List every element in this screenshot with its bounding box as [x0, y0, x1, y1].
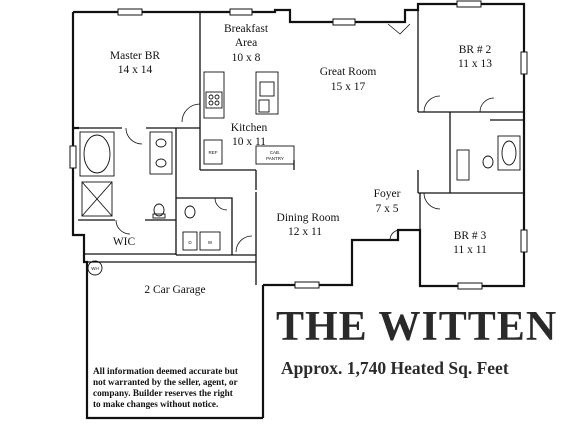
dishwasher-icon [258, 99, 270, 113]
hall-tub-icon [497, 135, 521, 171]
vanity-icon [149, 131, 173, 175]
garage-label: 2 Car Garage [144, 284, 205, 296]
wic-label: WIC [113, 236, 136, 248]
hall-toilet-icon [482, 155, 494, 169]
pantry-label-2: PANTRY [266, 156, 284, 161]
dining-room-size: 12 x 11 [288, 226, 322, 238]
br2-label: BR # 2 [459, 44, 492, 56]
disclaimer: All information deemed accurate but not … [93, 366, 265, 410]
kitchen-size: 10 x 11 [232, 136, 266, 148]
bathtub-icon [79, 131, 115, 177]
disclaimer-line: to make changes without notice. [93, 399, 219, 409]
disclaimer-line: All information deemed accurate but [93, 366, 238, 376]
windows [69, 0, 528, 290]
br2-size: 11 x 13 [458, 58, 492, 70]
foyer-size: 7 x 5 [376, 203, 399, 215]
kitchen-counter [203, 71, 225, 119]
master-br-size: 14 x 14 [118, 64, 153, 76]
breakfast-label-1: Breakfast [224, 23, 269, 35]
master-br-label: Master BR [110, 50, 160, 62]
dining-room-label: Dining Room [277, 212, 340, 224]
kitchen-island [255, 71, 279, 115]
range-icon [205, 91, 223, 109]
pantry-icon [255, 145, 295, 165]
half-bath-toilet-icon [184, 205, 196, 219]
plan-subtitle: Approx. 1,740 Heated Sq. Feet [281, 358, 509, 378]
doors [115, 23, 495, 253]
sink-icon [259, 81, 275, 97]
breakfast-label-2: Area [235, 37, 257, 49]
plan-title: THE WITTEN [276, 304, 558, 350]
fixtures [79, 71, 521, 276]
br3-size: 11 x 11 [453, 244, 487, 256]
toilet-icon [153, 203, 165, 217]
refrigerator-label: REF [209, 150, 218, 155]
pantry-label-1: CAB. [270, 150, 281, 155]
washer-label: W [208, 240, 213, 245]
disclaimer-line: not warranted by the seller, agent, or [93, 377, 238, 387]
refrigerator-icon [203, 139, 223, 165]
water-heater-icon [87, 260, 103, 276]
kitchen-label: Kitchen [231, 122, 268, 134]
water-heater-label: WH [91, 266, 99, 271]
breakfast-size: 10 x 8 [232, 52, 261, 64]
disclaimer-line: company. Builder reserves the right [93, 388, 233, 398]
interior-walls [78, 4, 524, 285]
br3-label: BR # 3 [454, 230, 487, 242]
dryer-label: D [188, 240, 192, 245]
shower-icon [81, 181, 113, 217]
great-room-size: 15 x 17 [331, 81, 366, 93]
foyer-label: Foyer [374, 188, 401, 200]
great-room-label: Great Room [320, 66, 377, 78]
